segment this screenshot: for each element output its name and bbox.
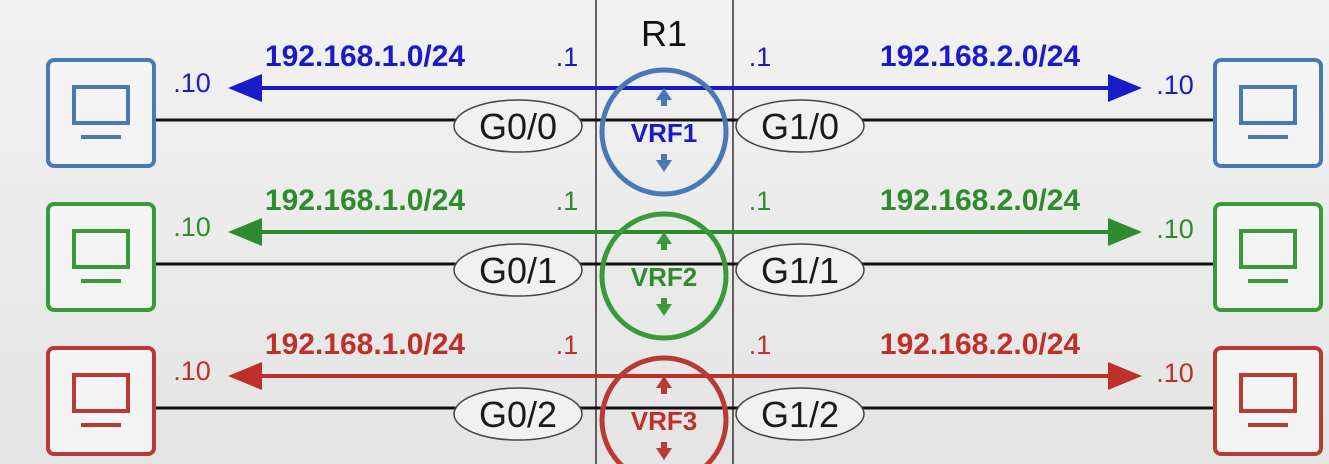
left-interface[interactable]: G0/2 xyxy=(453,387,583,441)
monitor-screen xyxy=(72,373,130,413)
arrow-down-icon xyxy=(656,160,672,172)
interface-ellipse xyxy=(453,99,583,153)
left-host-address: .10 xyxy=(173,356,211,386)
monitor-screen xyxy=(72,229,130,269)
vrf-circle-1[interactable]: VRF1 xyxy=(599,67,729,197)
right-interface[interactable]: G1/0 xyxy=(735,99,865,153)
interface-label: G0/2 xyxy=(479,394,557,435)
arrow-up-icon xyxy=(656,232,672,244)
right-arrowhead xyxy=(1108,218,1142,246)
left-host-address: .10 xyxy=(173,212,211,242)
vrf-ring xyxy=(599,355,729,464)
right-arrowhead xyxy=(1108,74,1142,102)
left-router-address: .1 xyxy=(556,186,579,216)
right-host-red[interactable] xyxy=(1213,346,1323,456)
vrf-ring xyxy=(599,211,729,341)
arrow-down-icon xyxy=(656,448,672,460)
interface-ellipse xyxy=(735,387,865,441)
left-network-label: 192.168.1.0/24 xyxy=(265,40,466,73)
vrf-circle-2[interactable]: VRF2 xyxy=(599,211,729,341)
monitor-screen xyxy=(1239,229,1297,269)
computer-icon xyxy=(72,373,130,427)
arrow-down-stem xyxy=(661,442,667,450)
right-arrowhead xyxy=(1108,362,1142,390)
left-interface[interactable]: G0/1 xyxy=(453,243,583,297)
left-host-address: .10 xyxy=(173,68,211,98)
monitor-screen xyxy=(1239,373,1297,413)
computer-icon xyxy=(1239,85,1297,139)
vrf-circle-3[interactable]: VRF3 xyxy=(599,355,729,464)
right-network-label: 192.168.2.0/24 xyxy=(880,40,1081,73)
host-frame xyxy=(1213,202,1323,312)
arrow-down-stem xyxy=(661,154,667,162)
left-network-label: 192.168.1.0/24 xyxy=(265,328,466,361)
interface-label: G1/2 xyxy=(761,394,839,435)
left-router-address: .1 xyxy=(556,42,579,72)
interface-label: G1/0 xyxy=(761,106,839,147)
arrow-up-stem xyxy=(661,98,667,106)
right-router-address: .1 xyxy=(749,186,772,216)
right-interface[interactable]: G1/1 xyxy=(735,243,865,297)
left-arrowhead xyxy=(228,362,262,390)
arrow-up-stem xyxy=(661,242,667,250)
interface-ellipse xyxy=(453,387,583,441)
host-frame xyxy=(1213,58,1323,168)
vrf-ring xyxy=(599,67,729,197)
right-host-green[interactable] xyxy=(1213,202,1323,312)
right-network-label: 192.168.2.0/24 xyxy=(880,328,1081,361)
left-network-label: 192.168.1.0/24 xyxy=(265,184,466,217)
arrow-up-icon xyxy=(656,376,672,388)
monitor-screen xyxy=(1239,85,1297,125)
host-frame xyxy=(46,58,156,168)
vrf-row-2: 192.168.1.0/24 192.168.2.0/24 .1 .1 .10 .10G0… xyxy=(46,184,1323,341)
right-router-address: .1 xyxy=(749,330,772,360)
right-host-address: .10 xyxy=(1156,70,1194,100)
arrow-down-stem xyxy=(661,298,667,306)
host-frame xyxy=(1213,346,1323,456)
interface-ellipse xyxy=(735,243,865,297)
right-host-address: .10 xyxy=(1156,358,1194,388)
left-arrowhead xyxy=(228,218,262,246)
computer-icon xyxy=(1239,229,1297,283)
vrf-label: VRF3 xyxy=(631,406,697,436)
vrf-label: VRF1 xyxy=(631,118,697,148)
arrow-up-stem xyxy=(661,386,667,394)
interface-ellipse xyxy=(453,243,583,297)
router-name: R1 xyxy=(641,13,687,54)
computer-icon xyxy=(72,229,130,283)
computer-icon xyxy=(1239,373,1297,427)
right-host-blue[interactable] xyxy=(1213,58,1323,168)
left-interface[interactable]: G0/0 xyxy=(453,99,583,153)
left-router-address: .1 xyxy=(556,330,579,360)
left-host-red[interactable] xyxy=(46,346,156,456)
vrf-row-1: 192.168.1.0/24 192.168.2.0/24 .1 .1 .10 .10G0… xyxy=(46,40,1323,197)
right-router-address: .1 xyxy=(749,42,772,72)
host-frame xyxy=(46,346,156,456)
interface-ellipse xyxy=(735,99,865,153)
monitor-screen xyxy=(72,85,130,125)
left-host-blue[interactable] xyxy=(46,58,156,168)
host-frame xyxy=(46,202,156,312)
left-arrowhead xyxy=(228,74,262,102)
vrf-row-3: 192.168.1.0/24 192.168.2.0/24 .1 .1 .10 .10G0… xyxy=(46,328,1323,464)
interface-label: G0/1 xyxy=(479,250,557,291)
right-network-label: 192.168.2.0/24 xyxy=(880,184,1081,217)
right-host-address: .10 xyxy=(1156,214,1194,244)
interface-label: G0/0 xyxy=(479,106,557,147)
arrow-up-icon xyxy=(656,88,672,100)
arrow-down-icon xyxy=(656,304,672,316)
left-host-green[interactable] xyxy=(46,202,156,312)
vrf-label: VRF2 xyxy=(631,262,697,292)
computer-icon xyxy=(72,85,130,139)
interface-label: G1/1 xyxy=(761,250,839,291)
right-interface[interactable]: G1/2 xyxy=(735,387,865,441)
